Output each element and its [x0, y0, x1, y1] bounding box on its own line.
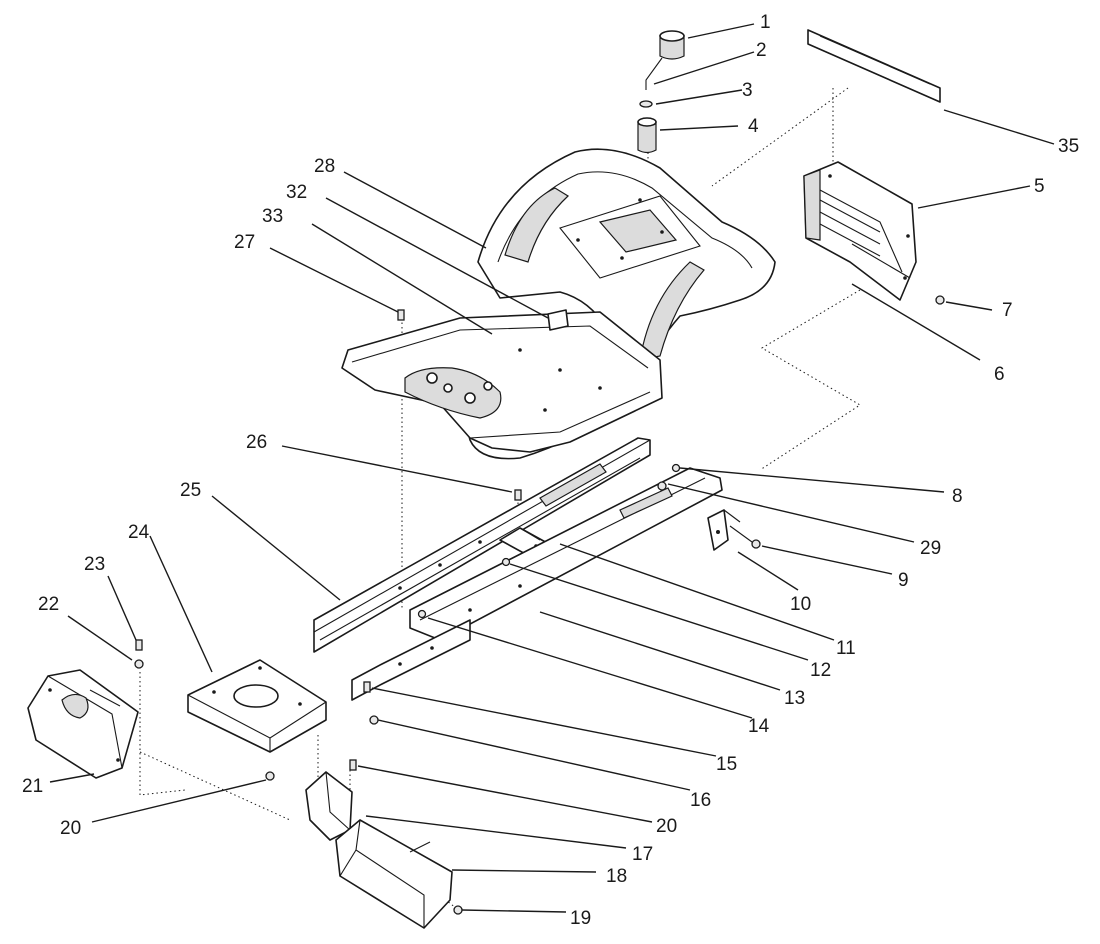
callout-1: 1	[760, 12, 771, 33]
mount-bracket	[707, 509, 741, 551]
center-frame	[351, 619, 471, 701]
callout-2: 2	[756, 40, 767, 61]
support-bracket	[807, 29, 941, 103]
bracket-bolt	[729, 525, 761, 549]
callout-10: 10	[790, 594, 811, 615]
callout-4: 4	[748, 116, 759, 137]
small-nut	[671, 463, 681, 473]
shield-screw	[453, 905, 463, 915]
callout-26: 26	[246, 432, 267, 453]
callout-23: 23	[84, 554, 105, 575]
callout-35: 35	[1058, 136, 1079, 157]
hex-bolt	[135, 639, 143, 651]
upper-shield	[305, 771, 353, 841]
callout-18: 18	[606, 866, 627, 887]
tray-nut	[265, 771, 275, 781]
callout-33: 33	[262, 206, 283, 227]
callout-22: 22	[38, 594, 59, 615]
lever-rod	[645, 57, 663, 90]
callout-9: 9	[898, 570, 909, 591]
lower-shield	[335, 819, 453, 929]
side-panel	[803, 161, 917, 301]
rail-bolt	[514, 489, 522, 501]
callout-7: 7	[1002, 300, 1013, 321]
callout-11: 11	[836, 638, 856, 659]
callout-32: 32	[286, 182, 307, 203]
small-washer	[657, 481, 667, 491]
panel-screw	[935, 295, 945, 305]
callout-21: 21	[22, 776, 43, 797]
knob	[659, 30, 685, 60]
callout-19: 19	[570, 908, 591, 929]
battery-tray	[187, 659, 327, 753]
carriage-bolt	[363, 681, 371, 693]
callout-3: 3	[742, 80, 753, 101]
spacer-tube	[637, 117, 657, 154]
shield-bolt	[349, 759, 357, 771]
callout-20b: 20	[656, 816, 677, 837]
callout-20a: 20	[60, 818, 81, 839]
frame-rail-left	[313, 437, 651, 653]
callout-13: 13	[784, 688, 805, 709]
callout-25: 25	[180, 480, 201, 501]
callout-14: 14	[748, 716, 770, 737]
callout-24: 24	[128, 522, 150, 543]
callout-15: 15	[716, 754, 737, 775]
callout-28: 28	[314, 156, 335, 177]
callout-27: 27	[234, 232, 255, 253]
frame-rail-right	[409, 467, 723, 641]
callout-16: 16	[690, 790, 711, 811]
seat-deck-panel	[341, 309, 663, 453]
callout-6: 6	[994, 364, 1005, 385]
seat-adjust-hardware	[637, 30, 685, 154]
rail-nut	[501, 557, 511, 567]
washer	[639, 100, 653, 108]
callout-8: 8	[952, 486, 963, 507]
leader-lines	[49, 23, 1055, 913]
callout-5: 5	[1034, 176, 1045, 197]
callout-12: 12	[810, 660, 831, 681]
callout-labels: 1 2 3 4 35 5 28 32 33 27 7 6 26 8 25 29 …	[22, 12, 1079, 929]
flange-nut	[369, 715, 379, 725]
fender-body	[464, 148, 776, 460]
seat-bolt	[397, 309, 405, 321]
drive-housing	[27, 669, 139, 779]
lock-washer	[134, 659, 144, 669]
callout-17: 17	[632, 844, 653, 865]
frame-nut	[417, 609, 427, 619]
callout-29: 29	[920, 538, 941, 559]
